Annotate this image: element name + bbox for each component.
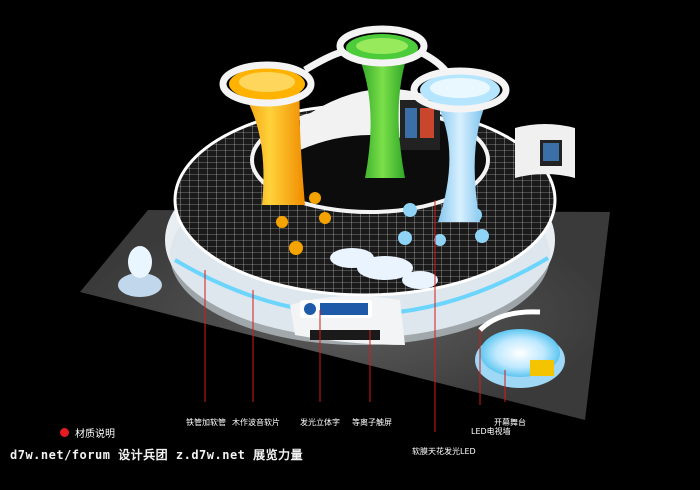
green-funnel-column [346,34,418,178]
orange-funnel-column [229,68,305,205]
callout-opening-stage: 开幕舞台 [494,418,526,427]
callout-leader-lines [204,200,506,432]
callout-soft-film-ceiling: 软膜天花发光LED [412,447,476,456]
legend-dot-icon [60,428,69,437]
material-legend: 材质说明 [60,425,115,440]
right-led-wall [515,124,575,178]
callout-iron-pipe: 铁管加软管 [186,418,226,427]
watermark-text: d7w.net/forum 设计兵团 z.d7w.net 展览力量 [10,448,304,462]
left-kiosk [118,246,162,297]
callout-wood-film: 木作波音软片 [232,418,280,427]
callout-luminous-letters: 发光立体字 [300,418,340,427]
callout-led-tv-wall: LED电视墙 [471,427,511,436]
reception-counter [290,296,405,345]
opening-stage [475,309,565,388]
canopy-top-ring [219,25,510,113]
blue-funnel-column [420,74,500,222]
legend-title: 材质说明 [75,429,115,440]
floor-light-patches [330,248,438,289]
callout-plasma-touchscreen: 等离子触屏 [352,418,392,427]
